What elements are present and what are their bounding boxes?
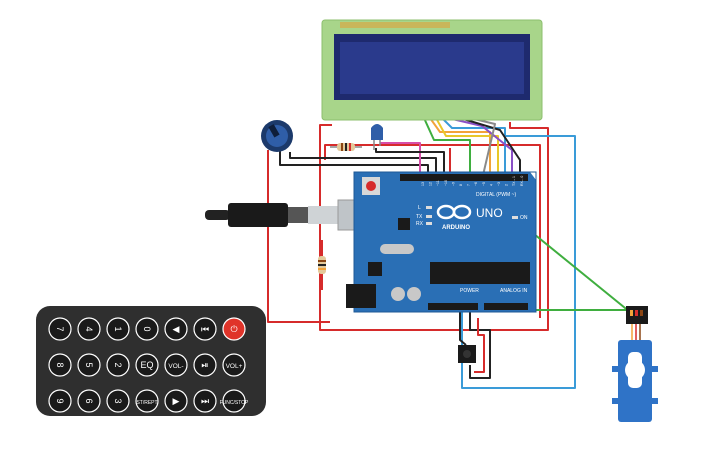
wire-red-5v-top[interactable] [324,144,541,318]
remote-button-label: VOL- [168,363,183,370]
remote-button[interactable]: ⏯ [193,353,217,377]
l-label: L [418,205,421,211]
digital-pin-label: RX←0 [520,176,524,186]
digital-pin-label: ~9 [451,182,455,186]
tx-label: TX [416,214,423,220]
digital-pin-label: 12 [429,182,433,186]
wire-red-button[interactable] [474,318,485,373]
digital-pin-label: ~3 [497,182,501,186]
led[interactable] [371,124,383,150]
remote-button-label: 7 [55,326,65,331]
remote-button[interactable]: 5 [77,353,101,377]
remote-button-label: 8 [55,362,65,367]
atmega-chip [430,262,530,284]
digital-label: DIGITAL (PWM ~) [476,192,516,198]
remote-button[interactable]: 4 [77,317,101,341]
remote-button[interactable]: ◀ [164,317,188,341]
digital-pin-label: 7 [467,184,471,186]
remote-button[interactable]: 9 [48,389,72,413]
remote-button[interactable]: 6 [77,389,101,413]
remote-button-label: ▶ [173,396,180,406]
arduino-brand-text: ARDUINO [442,225,470,231]
digital-header [400,174,528,181]
remote-button-label: ⏮ [201,324,209,334]
power-label: POWER [460,288,479,294]
remote-button-label: ⏭ [201,396,209,406]
remote-button-label: 9 [55,398,65,403]
rx-label: RX [416,221,424,227]
wire-lcd-yellow[interactable] [435,117,499,188]
arduino-logo [436,204,472,220]
remote-button[interactable]: FUNC/STOP [220,389,249,413]
power-header [428,303,478,310]
remote-button[interactable]: ⏭ [193,389,217,413]
analog-header [484,303,528,310]
wire-lcd-green[interactable] [423,117,471,188]
arduino-model-text: UNO [476,206,503,220]
arduino-uno[interactable]: ARDUINO UNO DIGITAL (PWM ~) ON L TX RX P… [346,171,537,313]
resistor-led[interactable] [330,143,362,151]
reset-button[interactable] [366,181,376,191]
remote-button[interactable]: EQ [135,353,159,377]
wire-black-button2[interactable] [459,310,467,346]
remote-button-label: 2 [113,362,123,367]
wire-black-led[interactable] [375,148,445,188]
remote-button-label: 5 [84,362,94,367]
remote-button[interactable]: ⏻ [222,317,246,341]
digital-pin-label: ~6 [474,182,478,186]
remote-button-label: ◀ [173,324,180,334]
remote-button[interactable]: ▶ [164,389,188,413]
lcd-display[interactable] [321,19,543,121]
remote-button[interactable]: ST/REPT [135,389,159,413]
remote-button-label: VOL+ [226,363,243,370]
remote-button[interactable]: 3 [106,389,130,413]
on-label: ON [520,215,528,221]
remote-button[interactable]: 0 [135,317,159,341]
remote-button-label: EQ [140,360,153,370]
potentiometer[interactable] [261,120,293,152]
digital-pin-label: 13 [421,182,425,186]
digital-pin-label: 2 [505,184,509,186]
analog-label: ANALOG IN [500,288,528,294]
wire-lcd-purple[interactable] [447,117,513,188]
remote-button[interactable]: 2 [106,353,130,377]
digital-pin-label: ~5 [482,182,486,186]
remote-button[interactable]: 7 [48,317,72,341]
remote-button[interactable]: VOL- [164,353,188,377]
lcd-screen [340,42,524,94]
digital-pin-label: ~11 [436,180,440,186]
digital-pin-label: ~10 [444,180,448,186]
remote-button-label: 6 [84,398,94,403]
remote-buttons: 7 4 1 0 ◀ ⏮ ⏻ 8 5 2 EQ VOL- ⏯ VOL+ 9 6 3 ST/REPT ▶ ⏭ FUNC/ST… [48,317,249,413]
remote-button-label: ⏯ [201,360,208,370]
lcd-pin-header [340,22,450,28]
remote-button-label: 0 [142,326,152,331]
remote-button-label: 4 [84,326,94,331]
remote-button-label: ST/REPT [136,400,157,406]
push-button[interactable] [458,345,476,363]
wire-lcd-blue[interactable] [441,117,506,188]
wire-red-5v-loop[interactable] [319,122,549,331]
digital-pin-label: 4 [489,184,493,186]
remote-button-label: 3 [113,398,123,403]
remote-button-label: ⏻ [230,324,237,334]
ir-remote[interactable]: 7 4 1 0 ◀ ⏮ ⏻ 8 5 2 EQ VOL- ⏯ VOL+ 9 6 3 ST/REPT ▶ ⏭ FUNC/ST… [36,306,266,416]
digital-pin-label: TX→1 [512,176,516,186]
remote-button-label: FUNC/STOP [220,400,249,406]
power-jack [346,284,376,308]
servo-motor[interactable] [612,306,658,422]
remote-button[interactable]: 1 [106,317,130,341]
remote-button[interactable]: VOL+ [222,353,246,377]
resistor-pulldown[interactable] [318,256,326,274]
remote-button[interactable]: 8 [48,353,72,377]
digital-pin-label: 8 [459,184,463,186]
remote-button-label: 1 [113,326,123,331]
wire-black-button[interactable] [469,310,491,379]
remote-button[interactable]: ⏮ [193,317,217,341]
wire-lcd-orange[interactable] [429,117,491,188]
